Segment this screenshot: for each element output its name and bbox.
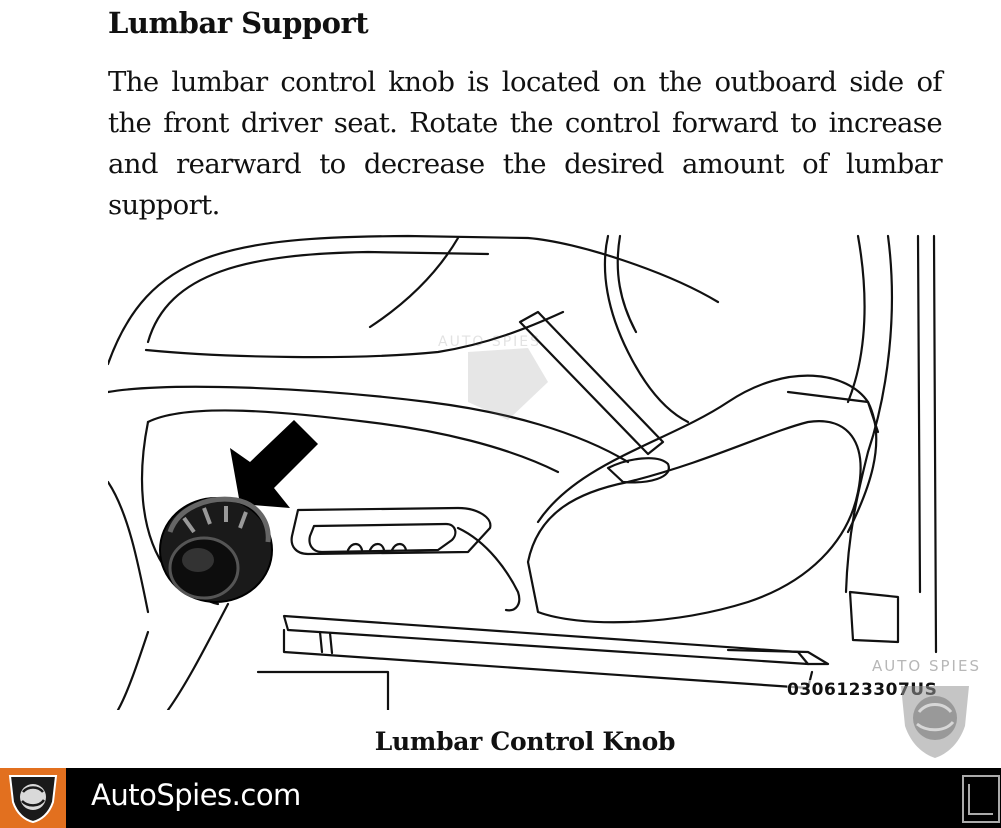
lumbar-knob-graphic (159, 496, 273, 603)
watermark-logo-icon (901, 686, 969, 758)
footer-bar: AutoSpies.com (0, 768, 1001, 828)
footer-brand-link[interactable]: AutoSpies.com (91, 778, 301, 812)
svg-text:AUTO SPIES: AUTO SPIES (438, 334, 541, 350)
figure-code: 0306123307US (787, 680, 938, 700)
center-watermark: AUTO SPIES (438, 334, 548, 420)
corner-logo-icon (962, 775, 1000, 823)
seat-line-drawing: AUTO SPIES (108, 234, 938, 710)
page-title: Lumbar Support (108, 6, 369, 40)
instruction-paragraph: The lumbar control knob is located on th… (108, 66, 943, 221)
footer-logo[interactable] (0, 768, 66, 828)
seat-illustration: AUTO SPIES (108, 232, 943, 710)
globe-shield-icon (8, 775, 58, 824)
figure-caption: Lumbar Control Knob (374, 727, 676, 756)
watermark-text: AUTO SPIES (872, 657, 981, 675)
